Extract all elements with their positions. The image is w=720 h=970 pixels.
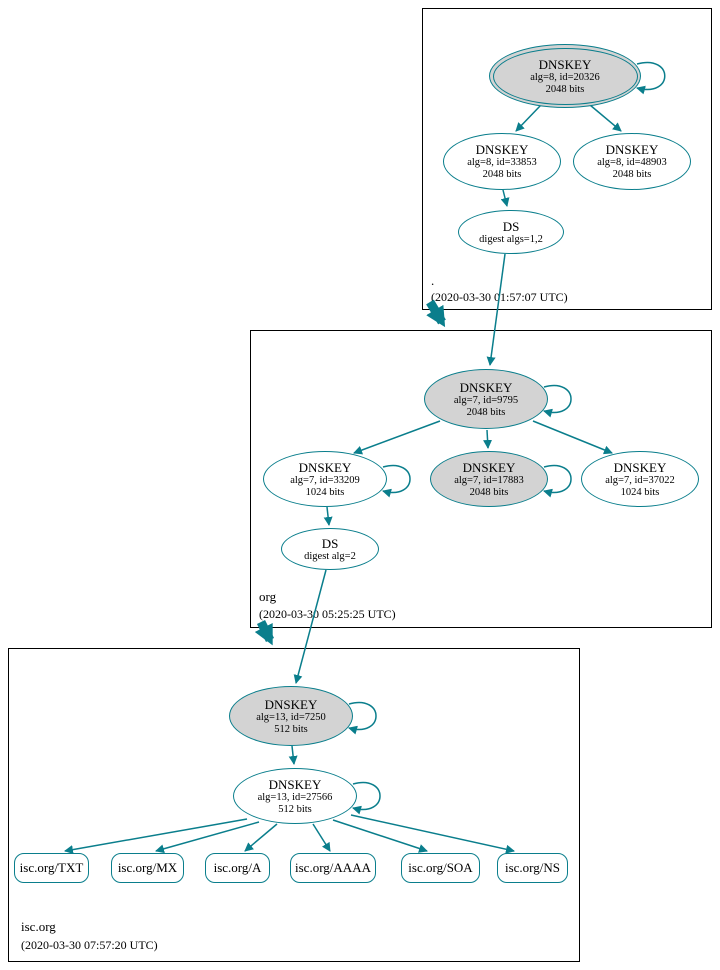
node-detail: digest alg=2 (304, 550, 356, 562)
node-detail: 2048 bits (469, 486, 509, 498)
zone-root-label: . (431, 273, 435, 288)
zone-org-timestamp: (2020-03-30 05:25:25 UTC) (259, 607, 396, 621)
node-title: DNSKEY (462, 459, 516, 475)
node-title: DNSKEY (475, 142, 529, 157)
node-detail: digest algs=1,2 (479, 233, 543, 245)
org-zsk17883-dnskey-node: DNSKEY alg=7, id=17883 2048 bits (430, 451, 548, 507)
rrset-node-ns: isc.org/NS (497, 853, 568, 883)
node-detail: alg=13, id=7250 (256, 711, 326, 723)
zone-org-label: org (259, 589, 277, 604)
node-detail: alg=8, id=20326 (530, 71, 600, 83)
node-detail: 2048 bits (466, 406, 506, 418)
node-detail: alg=8, id=33853 (467, 157, 537, 168)
org-ds-node: DS digest alg=2 (281, 528, 379, 570)
node-detail: alg=7, id=33209 (290, 474, 360, 486)
rrset-node-txt: isc.org/TXT (14, 853, 89, 883)
node-title: DS (321, 535, 339, 551)
isc-zsk-dnskey-node: DNSKEY alg=13, id=27566 512 bits (233, 768, 357, 824)
node-detail: alg=13, id=27566 (257, 791, 333, 803)
node-detail: 512 bits (278, 803, 312, 815)
rrset-node-mx: isc.org/MX (111, 853, 184, 883)
org-ksk-dnskey-node: DNSKEY alg=7, id=9795 2048 bits (424, 369, 548, 429)
node-detail: alg=7, id=9795 (453, 394, 519, 406)
node-detail: 1024 bits (620, 486, 660, 498)
root-ksk-dnskey-node: DNSKEY alg=8, id=20326 2048 bits (489, 44, 641, 108)
rrset-node-a: isc.org/A (205, 853, 270, 883)
org-zsk33209-dnskey-node: DNSKEY alg=7, id=33209 1024 bits (263, 451, 387, 507)
node-detail: 1024 bits (305, 486, 345, 498)
root-zsk33853-dnskey-node: DNSKEY alg=8, id=33853 2048 bits (443, 133, 561, 190)
node-detail: alg=7, id=17883 (454, 474, 524, 486)
node-detail: 512 bits (274, 723, 308, 735)
root-ksk-inner-ring: DNSKEY alg=8, id=20326 2048 bits (492, 47, 638, 105)
isc-ksk-dnskey-node: DNSKEY alg=13, id=7250 512 bits (229, 686, 353, 746)
org-zsk37022-dnskey-node: DNSKEY alg=7, id=37022 1024 bits (581, 451, 699, 507)
node-title: DS (502, 218, 520, 234)
root-ds-node: DS digest algs=1,2 (458, 210, 564, 254)
node-detail: 2048 bits (545, 83, 585, 95)
node-title: DNSKEY (268, 776, 322, 792)
zone-root-timestamp: (2020-03-30 01:57:07 UTC) (431, 290, 568, 304)
node-title: DNSKEY (605, 142, 659, 157)
rrset-node-soa: isc.org/SOA (401, 853, 480, 883)
node-title: DNSKEY (538, 56, 592, 72)
zone-isc-org-label: isc.org (21, 919, 56, 934)
node-detail: alg=7, id=37022 (605, 474, 675, 486)
node-title: DNSKEY (459, 379, 513, 395)
node-detail: 2048 bits (612, 169, 652, 180)
root-zsk48903-dnskey-node: DNSKEY alg=8, id=48903 2048 bits (573, 133, 691, 190)
node-title: DNSKEY (298, 459, 352, 475)
zone-isc-org-timestamp: (2020-03-30 07:57:20 UTC) (21, 938, 158, 952)
node-title: DNSKEY (264, 696, 318, 712)
rrset-node-aaaa: isc.org/AAAA (290, 853, 376, 883)
node-detail: alg=8, id=48903 (597, 157, 667, 168)
node-detail: 2048 bits (482, 169, 522, 180)
node-title: DNSKEY (613, 459, 667, 475)
